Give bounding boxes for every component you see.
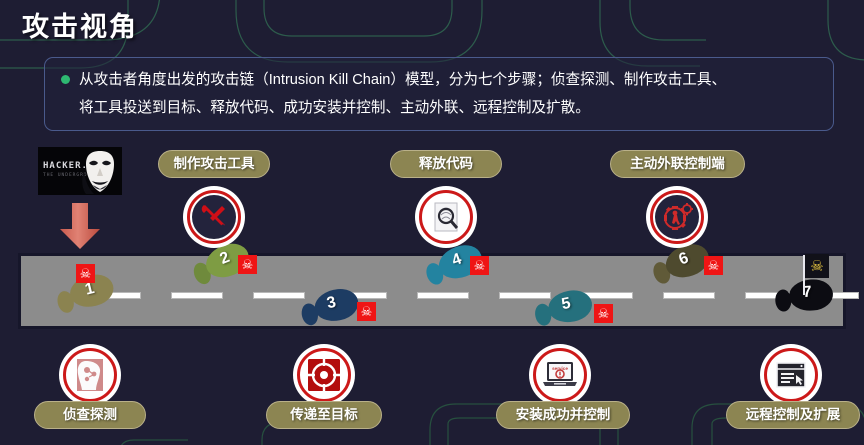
road-dash: [171, 292, 223, 299]
skull-badge: ☠: [76, 264, 95, 283]
browser-cursor-icon: [776, 362, 806, 388]
stage-pill-top-1[interactable]: 制作攻击工具: [158, 150, 270, 178]
pirate-flag-icon: ☠: [810, 257, 824, 275]
down-arrow-icon: [60, 203, 100, 249]
road-dash: [253, 292, 305, 299]
stage-icon-person-gear[interactable]: [646, 186, 708, 248]
target-crosshair-icon: [308, 359, 340, 391]
stage-icon-laptop-service[interactable]: service: [529, 344, 591, 406]
skull-icon: ☠: [241, 257, 254, 272]
person-gear-icon: [664, 203, 693, 230]
stage-pill-top-3[interactable]: 主动外联控制端: [610, 150, 745, 178]
hacker-image-word: HACKER.: [43, 161, 88, 171]
skull-badge: ☠: [470, 256, 489, 275]
road-dash: [663, 292, 715, 299]
hacker-image-subtitle: THE UNDERGROUND: [43, 173, 99, 178]
stage-icon-document-search[interactable]: [415, 186, 477, 248]
skull-badge: ☠: [357, 302, 376, 321]
skull-badge: ☠: [704, 256, 723, 275]
stage-icon-tools[interactable]: [183, 186, 245, 248]
stage-icon-head-profile[interactable]: [59, 344, 121, 406]
stage-pill-bottom-2[interactable]: 传递至目标: [266, 401, 382, 429]
road-dash: [417, 292, 469, 299]
pirate-flag-badge: ☠: [805, 254, 829, 278]
callout-text: 从攻击者角度出发的攻击链（Intrusion Kill Chain）模型，分为七…: [79, 72, 727, 116]
stage-icon-target[interactable]: [293, 344, 355, 406]
tools-icon: [201, 205, 225, 228]
stage-pill-top-2[interactable]: 释放代码: [390, 150, 502, 178]
laptop-service-icon: service: [543, 362, 577, 386]
skull-icon: ☠: [707, 258, 720, 273]
skull-icon: ☠: [473, 258, 486, 273]
callout-box: 从攻击者角度出发的攻击链（Intrusion Kill Chain）模型，分为七…: [44, 57, 834, 131]
hacker-image: HACKER. THE UNDERGROUND: [38, 147, 122, 195]
road-dash: [499, 292, 551, 299]
svg-text:service: service: [552, 366, 568, 371]
skull-icon: ☠: [79, 266, 92, 281]
skull-badge: ☠: [238, 255, 257, 274]
anonymous-mask-icon: [82, 151, 114, 194]
stage-icon-browser-cursor[interactable]: [760, 344, 822, 406]
head-profile-icon: [77, 359, 103, 391]
flag-pole: [803, 255, 805, 295]
skull-icon: ☠: [360, 304, 373, 319]
page-title: 攻击视角: [22, 12, 138, 42]
stage-pill-bottom-3[interactable]: 安装成功并控制: [496, 401, 630, 429]
stage-pill-bottom-4[interactable]: 远程控制及扩展: [726, 401, 860, 429]
stage-pill-bottom-1[interactable]: 侦查探测: [34, 401, 146, 429]
skull-icon: ☠: [597, 306, 610, 321]
green-dot-bullet-icon: [61, 75, 70, 84]
skull-badge: ☠: [594, 304, 613, 323]
document-search-icon: [434, 202, 459, 232]
